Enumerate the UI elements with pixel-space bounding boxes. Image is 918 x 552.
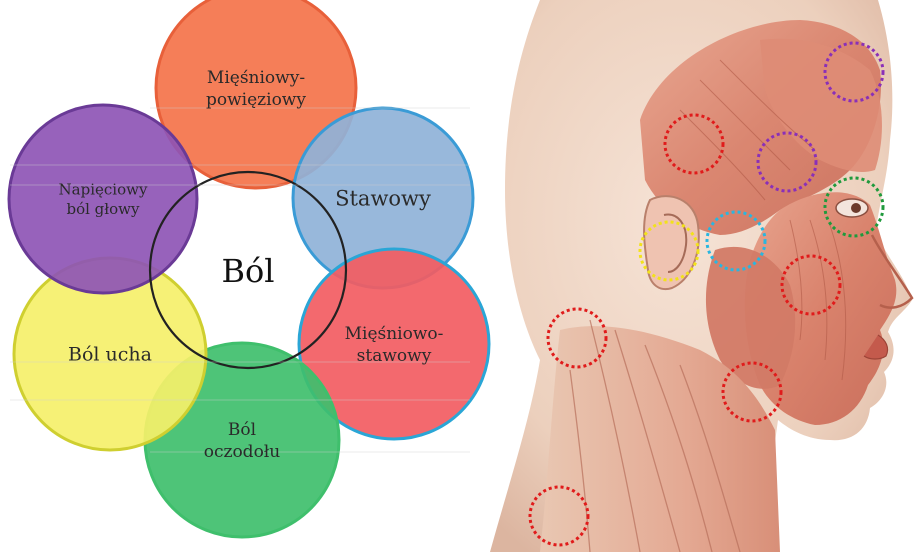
label-miesniowo-stawowy-line-2: stawowy bbox=[357, 346, 432, 366]
head-anatomy-illustration bbox=[490, 0, 912, 552]
label-miesniowo-stawowy-line-1: Mięśniowo- bbox=[345, 324, 444, 344]
label-napieciowy-bol-glowy-line-1: Napięciowy bbox=[59, 181, 148, 199]
center-label: Ból bbox=[221, 252, 274, 290]
iris bbox=[851, 203, 861, 213]
label-bol-oczodolu-line-1: Ból bbox=[228, 420, 256, 440]
circle-napieciowy-bol-glowy bbox=[9, 105, 197, 293]
label-miesniowo-powieziowy-line-2: powięziowy bbox=[206, 90, 306, 110]
label-napieciowy-bol-glowy-line-2: ból głowy bbox=[66, 200, 140, 218]
label-bol-ucha-line-1: Ból ucha bbox=[68, 344, 152, 366]
label-miesniowo-powieziowy-line-1: Mięśniowy- bbox=[207, 68, 305, 88]
label-bol-oczodolu-line-2: oczodołu bbox=[204, 442, 281, 462]
pain-types-diagram: Mięśniowy-powięziowyStawowyMięśniowo-sta… bbox=[9, 0, 489, 537]
label-stawowy-line-1: Stawowy bbox=[335, 186, 431, 210]
